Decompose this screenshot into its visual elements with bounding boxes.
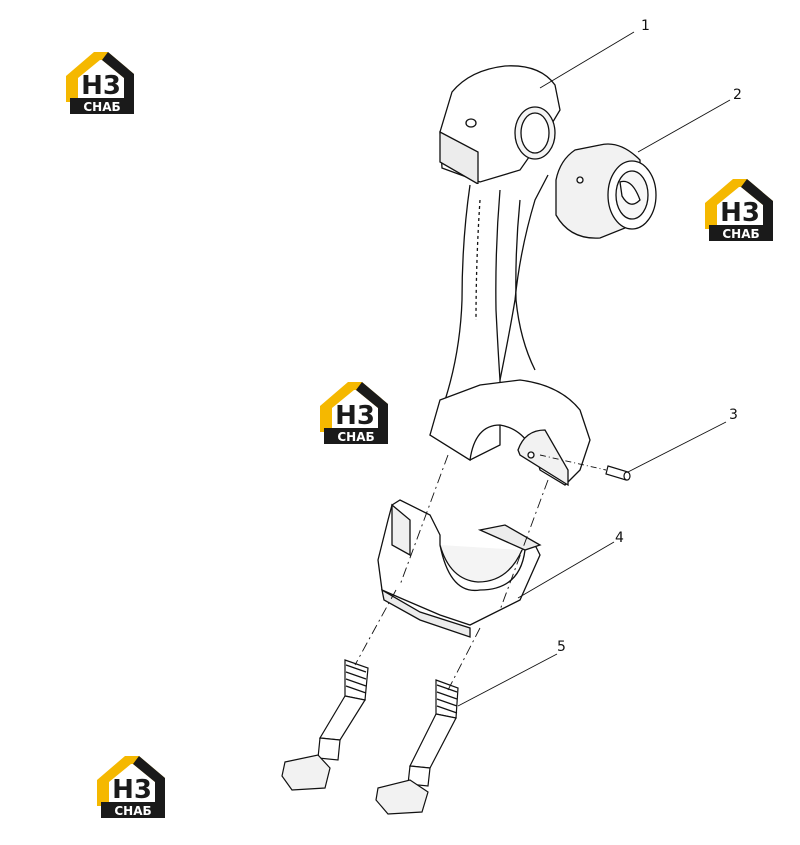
svg-text:Н3: Н3: [112, 775, 152, 805]
svg-text:СНАБ: СНАБ: [722, 227, 759, 241]
callout-1: 1: [641, 18, 650, 34]
dowel-pin: [605, 465, 631, 481]
svg-text:СНАБ: СНАБ: [337, 430, 374, 444]
svg-text:Н3: Н3: [720, 198, 760, 228]
svg-text:Н3: Н3: [335, 401, 375, 431]
bolt-right: [375, 679, 459, 815]
connecting-rod: [429, 65, 591, 487]
callout-4: 4: [615, 530, 624, 546]
svg-text:СНАБ: СНАБ: [114, 804, 151, 818]
rod-cap: [377, 499, 542, 638]
bushing: [555, 143, 657, 239]
svg-text:СНАБ: СНАБ: [83, 100, 120, 114]
callout-3: 3: [729, 407, 738, 423]
svg-text:Н3: Н3: [81, 71, 121, 101]
assembly-centerlines: [354, 454, 549, 691]
leader-lines: [457, 31, 731, 707]
callout-5: 5: [557, 639, 566, 655]
pin-centerline: [539, 454, 607, 471]
callout-2: 2: [733, 87, 742, 103]
bolt-left: [281, 659, 369, 791]
